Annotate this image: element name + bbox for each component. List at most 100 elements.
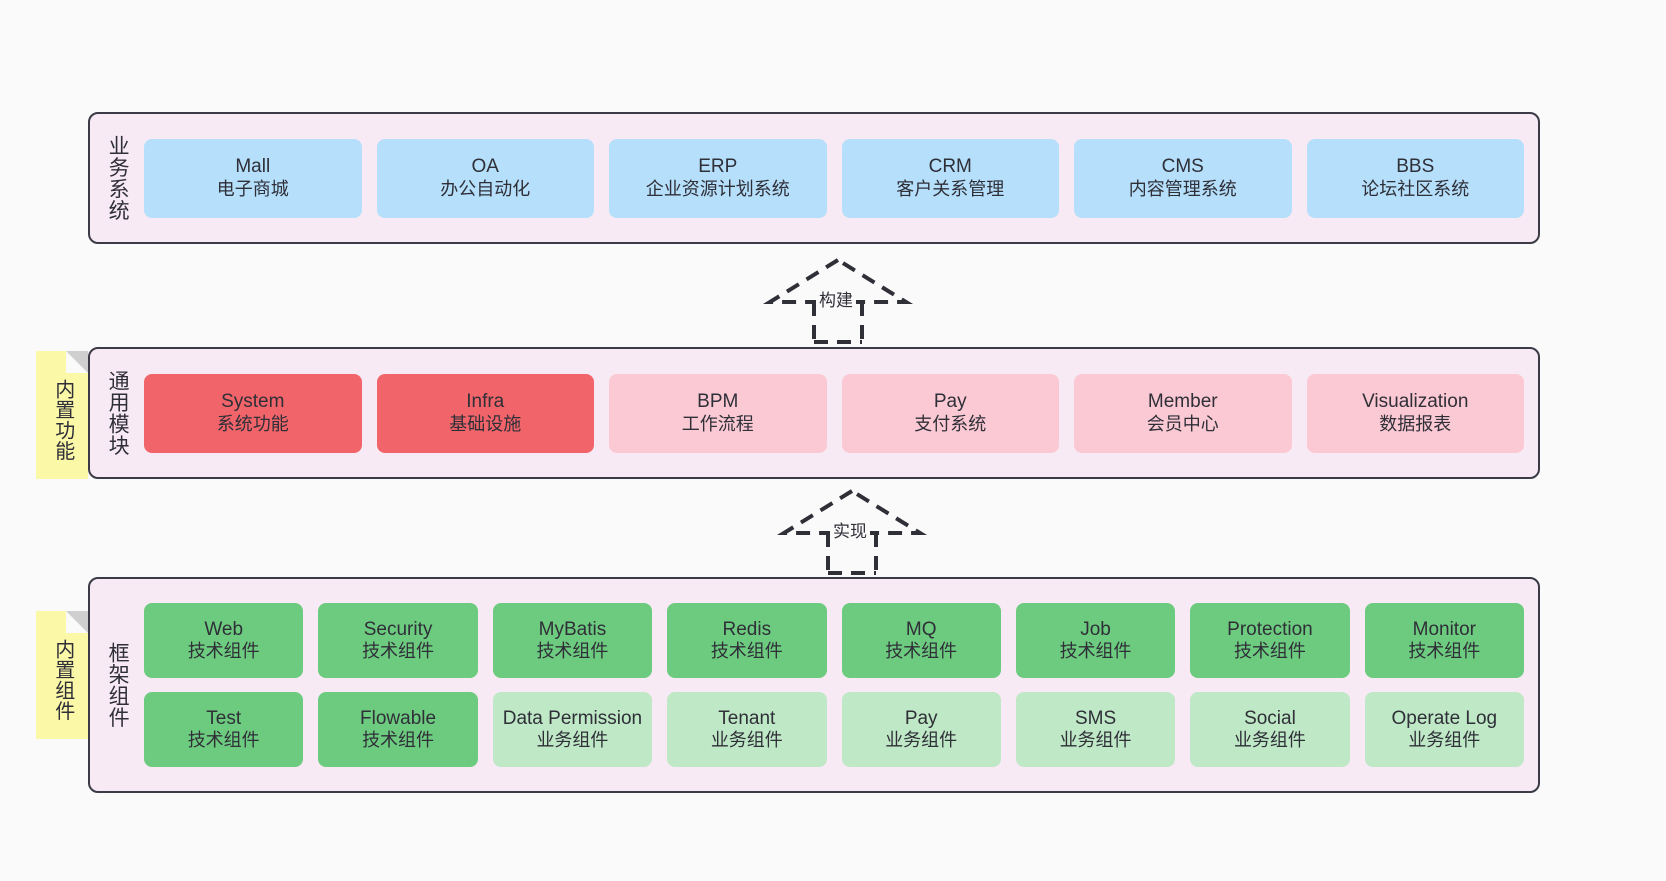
- card-title: System: [221, 391, 285, 413]
- connector-build: 构建: [758, 256, 918, 344]
- card-title: Pay: [904, 707, 938, 729]
- card-title: Visualization: [1362, 391, 1469, 413]
- card-subtitle: 业务组件: [1408, 730, 1481, 751]
- card-title: CRM: [928, 156, 972, 178]
- card-title: SMS: [1074, 707, 1117, 729]
- card-title: BPM: [697, 391, 739, 413]
- card-subtitle: 技术组件: [187, 641, 260, 662]
- card-subtitle: 办公自动化: [440, 178, 531, 199]
- note-builtin-function-label: 内置功能: [51, 379, 74, 461]
- card-title: Web: [204, 618, 244, 640]
- card-title: MyBatis: [538, 618, 607, 640]
- note-builtin-function: 内置功能: [36, 351, 88, 479]
- connector-implement: 实现: [772, 487, 932, 575]
- card-subtitle: 技术组件: [710, 641, 783, 662]
- layer-framework-components-title: 框架组件: [106, 642, 130, 728]
- card-title: Member: [1147, 391, 1218, 413]
- card-subtitle: 内容管理系统: [1128, 178, 1237, 199]
- card-subtitle: 工作流程: [681, 413, 754, 434]
- connector-implement-label: 实现: [830, 517, 870, 542]
- card-title: CMS: [1161, 156, 1204, 178]
- card-title: Social: [1244, 707, 1296, 729]
- card-subtitle: 企业资源计划系统: [645, 178, 790, 199]
- card-subtitle: 业务组件: [710, 730, 783, 751]
- card-title: Flowable: [360, 707, 437, 729]
- card-subtitle: 技术组件: [1408, 641, 1481, 662]
- layer-common-modules-title: 通用模块: [106, 370, 130, 456]
- card-subtitle: 客户关系管理: [896, 178, 1005, 199]
- card-title: OA: [471, 156, 499, 178]
- card-title: Redis: [722, 618, 772, 640]
- card-title: ERP: [698, 156, 738, 178]
- card-subtitle: 数据报表: [1379, 413, 1452, 434]
- card-title: Tenant: [718, 707, 776, 729]
- card-title: Operate Log: [1391, 707, 1498, 729]
- card-title: Mall: [235, 156, 271, 178]
- card-title: MQ: [905, 618, 937, 640]
- card-subtitle: 技术组件: [885, 641, 958, 662]
- note-builtin-component: 内置组件: [36, 611, 88, 739]
- card-subtitle: 电子商城: [216, 178, 289, 199]
- card-subtitle: 论坛社区系统: [1361, 178, 1470, 199]
- card-subtitle: 技术组件: [362, 641, 435, 662]
- card-subtitle: 业务组件: [1233, 730, 1306, 751]
- card-subtitle: 技术组件: [536, 641, 609, 662]
- card-subtitle: 会员中心: [1146, 413, 1219, 434]
- card-title: Security: [363, 618, 433, 640]
- card-title: Job: [1080, 618, 1111, 640]
- card-title: Pay: [933, 391, 967, 413]
- card-subtitle: 技术组件: [1059, 641, 1132, 662]
- card-subtitle: 业务组件: [1059, 730, 1132, 751]
- card-subtitle: 业务组件: [885, 730, 958, 751]
- card-title: Infra: [466, 391, 505, 413]
- card-title: Protection: [1227, 618, 1313, 640]
- layer-business-system-title: 业务系统: [106, 135, 130, 221]
- card-title: BBS: [1396, 156, 1435, 178]
- card-subtitle: 技术组件: [362, 730, 435, 751]
- card-title: Data Permission: [502, 707, 643, 729]
- card-subtitle: 支付系统: [914, 413, 987, 434]
- connector-build-label: 构建: [816, 286, 856, 311]
- card-subtitle: 技术组件: [1233, 641, 1306, 662]
- card-subtitle: 业务组件: [536, 730, 609, 751]
- card-subtitle: 基础设施: [449, 413, 522, 434]
- note-builtin-component-label: 内置组件: [51, 639, 74, 721]
